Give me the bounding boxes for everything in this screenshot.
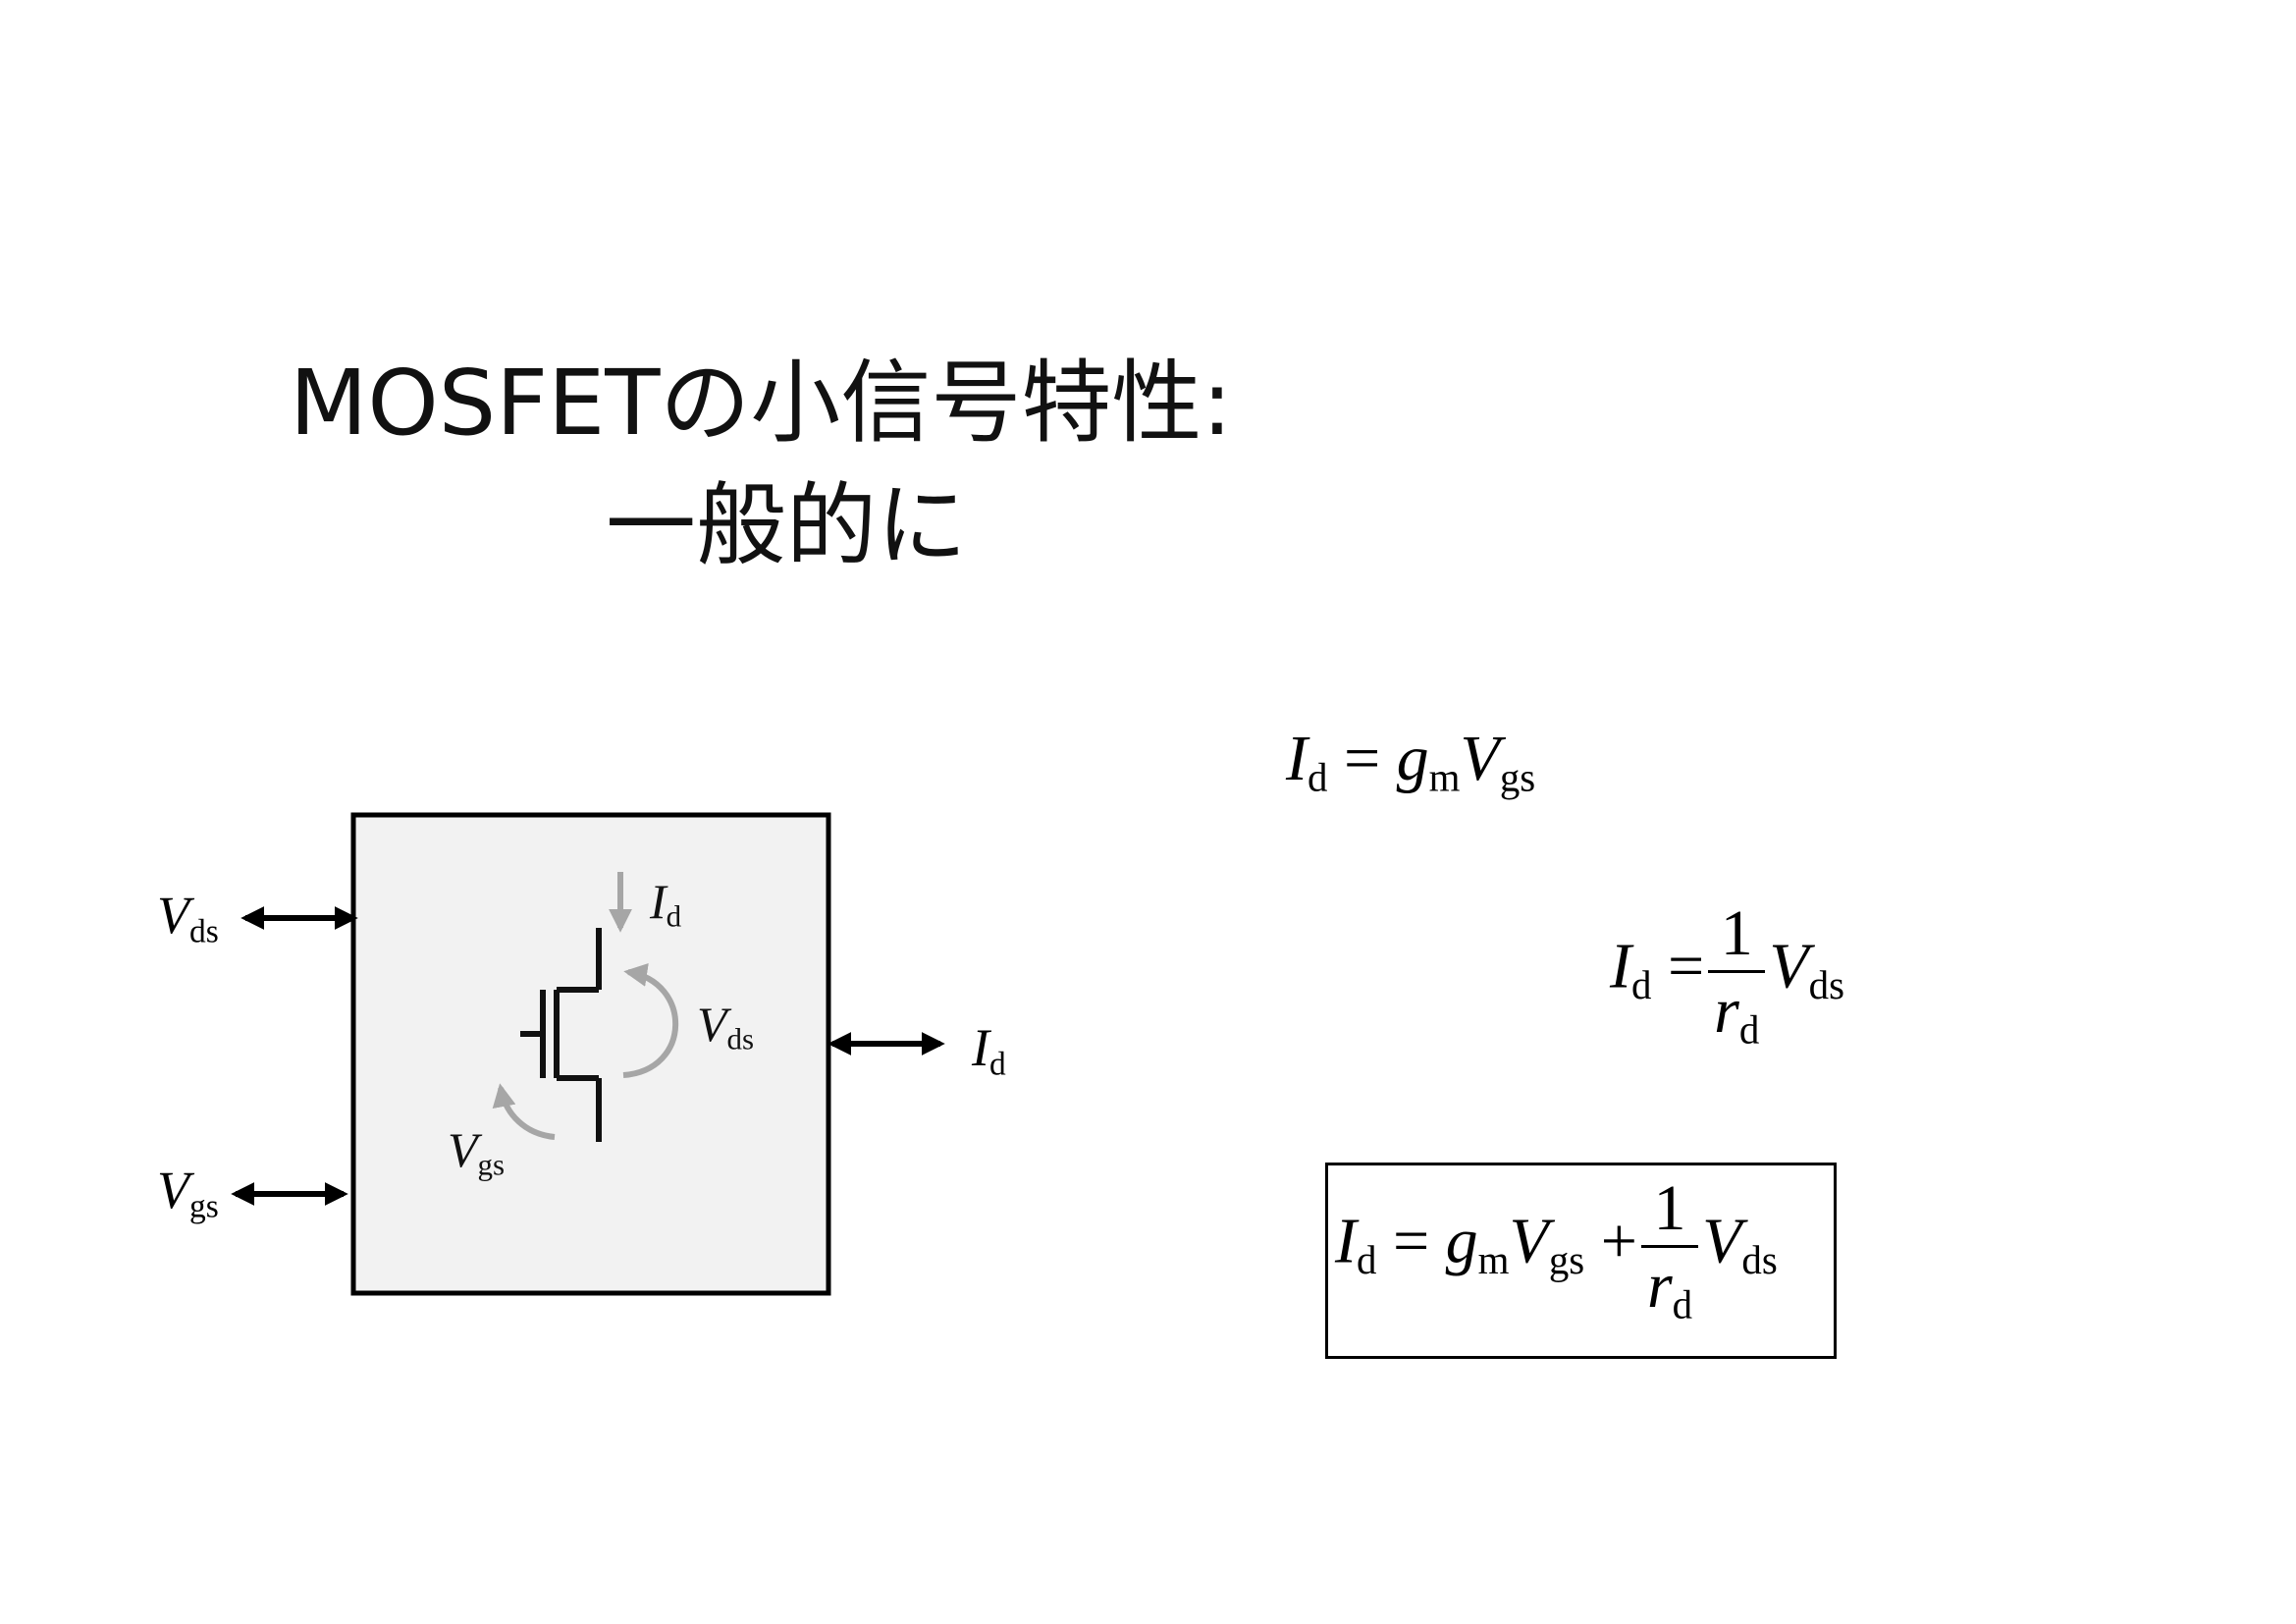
vgs-curved-arrow: [492, 1083, 556, 1140]
equation-combined-box: [1325, 1163, 1837, 1359]
vds-port-label: Vds: [157, 886, 219, 950]
vds-inner-label: Vds: [697, 997, 755, 1056]
drain-current-label: Id: [650, 874, 682, 934]
id-port-label: Id: [972, 1018, 1006, 1083]
block-box: [350, 812, 831, 1296]
vds-curved-arrow: [622, 963, 679, 1078]
mosfet-symbol: [520, 928, 602, 1142]
vgs-port-label: Vgs: [157, 1161, 219, 1225]
page-title-line-1: MOSFETの小信号特性:: [290, 351, 1233, 456]
vgs-inner-label: Vgs: [448, 1122, 506, 1182]
page-title-line-2: 一般的に: [606, 473, 968, 578]
equation-transconductance: Id = gmVgs: [1286, 723, 1536, 800]
